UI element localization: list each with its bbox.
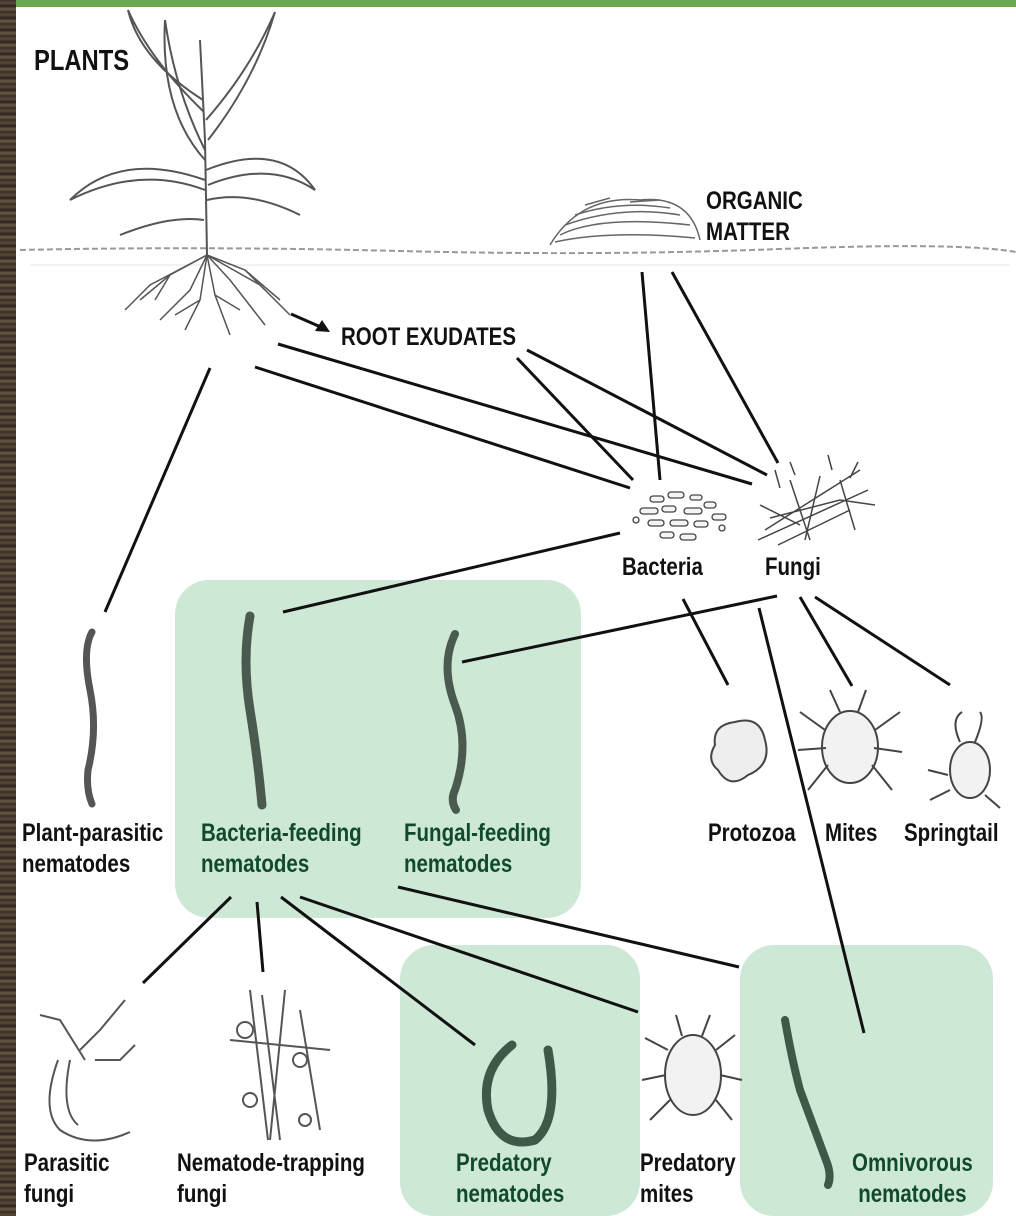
bacteria-illustration	[633, 492, 726, 540]
omnivorous-nematodes-label: Omnivorousnematodes	[852, 1148, 973, 1210]
springtail-label: Springtail	[904, 818, 999, 849]
nematode-trapping-fungi-illustration	[230, 990, 330, 1140]
food-web-connectors	[105, 272, 950, 1045]
link-fungi-springtail	[815, 597, 950, 685]
parasitic-fungi-label: Parasiticfungi	[24, 1148, 109, 1210]
root-exudates-arrow	[291, 314, 323, 328]
link-bacteria-bfn	[283, 533, 620, 612]
bacteria-label: Bacteria	[622, 552, 703, 583]
plant-roots	[125, 255, 290, 335]
plants-label: PLANTS	[34, 44, 129, 78]
fungal-feeding-nematodes-label: Fungal-feedingnematodes	[404, 818, 551, 880]
mite-illustration	[798, 690, 902, 790]
link-roots-plantparasitic	[105, 368, 210, 612]
omnivorous-nematode-illustration	[785, 1020, 830, 1185]
mites-label: Mites	[825, 818, 877, 849]
link-exudates-fungi	[527, 350, 767, 475]
bacteria-feeding-nematodes-label: Bacteria-feedingnematodes	[201, 818, 362, 880]
bacteria-feeding-nematode-illustration	[246, 616, 262, 805]
parasitic-fungi-illustration	[40, 1000, 135, 1141]
protozoa-illustration	[711, 720, 766, 781]
organic-matter-label: ORGANICMATTER	[706, 186, 803, 248]
predatory-mite-illustration	[642, 1015, 742, 1120]
link-bfn-trapping	[257, 902, 263, 972]
protozoa-label: Protozoa	[708, 818, 796, 849]
link-bfn-predmites	[300, 897, 638, 1012]
fungi-illustration	[758, 455, 875, 545]
organic-matter-illustration	[550, 198, 700, 245]
fungal-feeding-nematode-illustration	[448, 634, 463, 810]
link-bfn-predatory	[281, 897, 475, 1045]
springtail-illustration	[928, 712, 1000, 808]
predatory-nematode-illustration	[486, 1045, 551, 1142]
link-ffn-omnivorous	[398, 887, 739, 967]
plant-parasitic-nematodes-label: Plant-parasiticnematodes	[22, 818, 163, 880]
root-exudates-label: ROOT EXUDATES	[341, 322, 516, 353]
link-fungi-ffn	[462, 596, 777, 662]
nematode-trapping-fungi-label: Nematode-trappingfungi	[177, 1148, 365, 1210]
link-om-bacteria	[642, 272, 660, 480]
ground-line	[20, 246, 1016, 253]
plant-parasitic-nematode-illustration	[86, 632, 93, 804]
predatory-nematodes-label: Predatorynematodes	[456, 1148, 564, 1210]
predatory-mites-label: Predatorymites	[640, 1148, 736, 1210]
link-bfn-parasiticfungi	[143, 897, 231, 983]
link-fungi-mites	[800, 597, 852, 686]
fungi-label: Fungi	[765, 552, 821, 583]
link-roots-fungi	[278, 344, 752, 484]
link-roots-bacteria	[255, 367, 630, 488]
